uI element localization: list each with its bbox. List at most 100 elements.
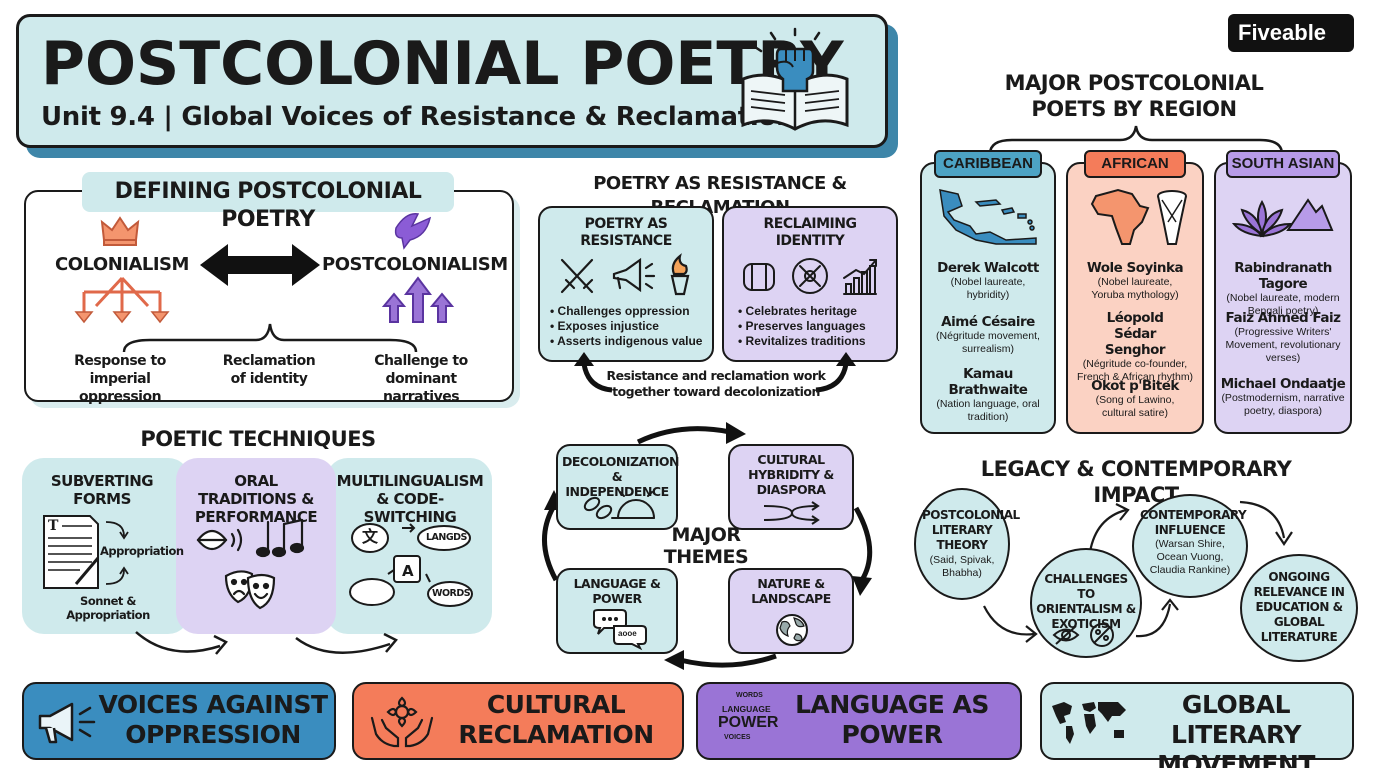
banner-label: LANGUAGE AS POWER <box>795 690 989 749</box>
word-cloud-word: WORDS <box>736 692 763 699</box>
banner-voices[interactable]: VOICES AGAINST OPPRESSION <box>22 682 336 760</box>
theme-card-language[interactable]: LANGUAGE & POWER aooe <box>556 568 678 654</box>
multilingual-label-char: 文 <box>362 527 378 546</box>
poet-tagore: Rabindranath Tagore (Nobel laureate, mod… <box>1218 260 1348 318</box>
caribbean-map-icon <box>939 189 1037 245</box>
header-panel: POSTCOLONIAL POETRY Unit 9.4 | Global Vo… <box>16 14 888 148</box>
theme-label: DECOLONIZATION & INDEPENDENCE <box>562 454 680 499</box>
resistance-caption: Resistance and reclamation work together… <box>606 368 826 399</box>
multilingual-label-a: A <box>402 562 414 580</box>
legacy-title: CONTEMPORARY INFLUENCE <box>1140 508 1247 537</box>
resistance-bullet: Asserts indigenous value <box>550 334 714 349</box>
word-cloud-word: VOICES <box>724 734 751 741</box>
bubble-text: aooe <box>618 629 637 638</box>
brace-connector <box>122 323 418 353</box>
resistance-bullet: Exposes injustice <box>550 319 714 334</box>
multilingual-label-langs: LANGDS <box>426 532 467 543</box>
theme-label: LANGUAGE & POWER <box>573 576 661 606</box>
poet-note: (Postmodernism, narrative poetry, diaspo… <box>1221 392 1345 417</box>
no-eye-icon <box>1052 623 1114 647</box>
identity-bullet: Revitalizes traditions <box>738 334 896 349</box>
legacy-note: (Warsan Shire, Ocean Vuong, Claudia Rank… <box>1149 538 1231 576</box>
book-fist-icon <box>741 27 849 131</box>
defining-title-tab <box>82 172 454 212</box>
region-tag-caribbean: CARIBBEAN <box>934 150 1042 178</box>
resistance-bullets: Challenges oppression Exposes injustice … <box>550 304 714 349</box>
intertwined-arrows-icon <box>763 501 820 525</box>
legacy-title: ONGOING RELEVANCE IN EDUCATION & GLOBAL … <box>1253 570 1345 644</box>
banner-global[interactable]: GLOBAL LITERARY MOVEMENT <box>1040 682 1354 768</box>
svg-text:T: T <box>48 518 59 534</box>
poet-note: (Nation language, oral tradition) <box>936 398 1040 423</box>
poet-name: Okot p'Bitek <box>1091 378 1179 394</box>
identity-card-title: RECLAIMING IDENTITY <box>763 216 857 249</box>
legacy-title: CHALLENGES TO ORIENTALISM & EXOTICISM <box>1036 572 1136 631</box>
poet-note: (Song of Lawino, cultural satire) <box>1095 394 1175 419</box>
poet-note: (Nobel laureate, modern Bengali poetry) <box>1226 292 1340 317</box>
banner-label: GLOBAL LITERARY MOVEMENT <box>1157 690 1315 768</box>
legacy-flow-arrows <box>983 500 1293 643</box>
legacy-circle-relevance <box>1240 554 1358 662</box>
technique-label-appropriation: Appropriation <box>100 544 184 558</box>
brand-logo-text: Fiveable <box>1238 20 1327 45</box>
poet-name: Derek Walcott <box>937 260 1039 276</box>
banner-language[interactable]: WORDS LANGUAGE POWER VOICES LANGUAGE AS … <box>696 682 1022 760</box>
region-tag-african: AFRICAN <box>1084 150 1186 178</box>
identity-card: RECLAIMING IDENTITY Celebrates heritage … <box>722 206 898 362</box>
defining-point-1: Response to imperial oppression <box>74 353 166 405</box>
poet-name: Michael Ondaatje <box>1220 376 1346 392</box>
identity-bullet: Preserves languages <box>738 319 896 334</box>
region-tag-south-asian: SOUTH ASIAN <box>1226 150 1340 178</box>
poet-note: (Nobel laureate, hybridity) <box>950 276 1026 301</box>
poet-pbitek: Okot p'Bitek (Song of Lawino, cultural s… <box>1070 378 1200 420</box>
techniques-section-title: POETIC TECHNIQUES <box>140 427 376 451</box>
poet-name: Wole Soyinka <box>1086 260 1184 276</box>
poets-section-title: MAJOR POSTCOLONIAL POETS BY REGION <box>1004 71 1264 121</box>
poet-walcott: Derek Walcott (Nobel laureate, hybridity… <box>924 260 1052 302</box>
poet-name: Faiz Ahmed Faiz <box>1225 310 1341 326</box>
resistance-card-title: POETRY AS RESISTANCE <box>580 216 672 249</box>
banner-label: CULTURAL RECLAMATION <box>458 690 654 749</box>
resistance-bullet: Challenges oppression <box>550 304 714 319</box>
poet-name: Kamau Brathwaite <box>948 366 1028 398</box>
banner-label: VOICES AGAINST OPPRESSION <box>98 690 328 749</box>
technique-label-sonnet: Sonnet & Appropriation <box>66 594 150 622</box>
banner-cultural[interactable]: CULTURAL RECLAMATION <box>352 682 684 760</box>
legacy-circle-orientalism <box>1030 548 1142 658</box>
legacy-circle-contemporary <box>1132 494 1248 598</box>
poet-ondaatje: Michael Ondaatje (Postmodernism, narrati… <box>1218 376 1348 418</box>
document-pen-icon: T <box>43 515 129 589</box>
lips-music-masks-icon <box>196 518 305 610</box>
poets-brace <box>988 125 1284 155</box>
page-title: POSTCOLONIAL POETRY <box>41 29 844 99</box>
theme-card-hybridity[interactable]: CULTURAL HYBRIDITY & DIASPORA <box>728 444 854 530</box>
poet-name: Léopold Sédar Senghor <box>1104 310 1166 358</box>
world-map-icon <box>1052 702 1126 744</box>
legacy-note: (Said, Spivak, Bhabha) <box>929 554 995 579</box>
themes-center-title: MAJOR THEMES <box>663 524 749 568</box>
defining-title: DEFINING POSTCOLONIAL POETRY <box>114 179 422 232</box>
legacy-title: POSTCOLONIAL LITERARY THEORY <box>922 508 1020 552</box>
word-cloud-word: LANGUAGE <box>722 704 771 714</box>
technique-title-subverting: SUBVERTING FORMS <box>50 472 154 508</box>
theme-label: CULTURAL HYBRIDITY & DIASPORA <box>748 452 834 497</box>
brand-logo[interactable]: Fiveable <box>1228 14 1354 52</box>
postcolonialism-label: POSTCOLONIALISM <box>322 254 508 275</box>
word-cloud-word: POWER <box>718 714 779 731</box>
dove-icon <box>394 213 432 250</box>
legacy-section-title: LEGACY & CONTEMPORARY IMPACT <box>980 457 1292 507</box>
globe-icon <box>776 614 808 646</box>
broken-chain-sunrise-icon <box>583 487 655 520</box>
theme-card-decolonization[interactable]: DECOLONIZATION & INDEPENDENCE <box>556 444 680 530</box>
theme-card-nature[interactable]: NATURE & LANDSCAPE <box>728 568 854 654</box>
poet-faiz: Faiz Ahmed Faiz (Progressive Writers' Mo… <box>1218 310 1348 365</box>
defining-point-3: Challenge to dominant narratives <box>374 353 468 405</box>
technique-title-oral: ORAL TRADITIONS & PERFORMANCE <box>194 472 318 526</box>
poet-note: (Progressive Writers' Movement, revoluti… <box>1225 326 1341 364</box>
word-cloud-icon: WORDS LANGUAGE POWER VOICES <box>708 690 788 754</box>
poet-note: (Nobel laureate, Yoruba mythology) <box>1091 276 1179 301</box>
poet-soyinka: Wole Soyinka (Nobel laureate, Yoruba myt… <box>1070 260 1200 302</box>
chat-bubbles-icon <box>593 609 647 651</box>
speech-bubbles-icon <box>349 523 473 607</box>
double-arrow-icon <box>200 244 320 286</box>
